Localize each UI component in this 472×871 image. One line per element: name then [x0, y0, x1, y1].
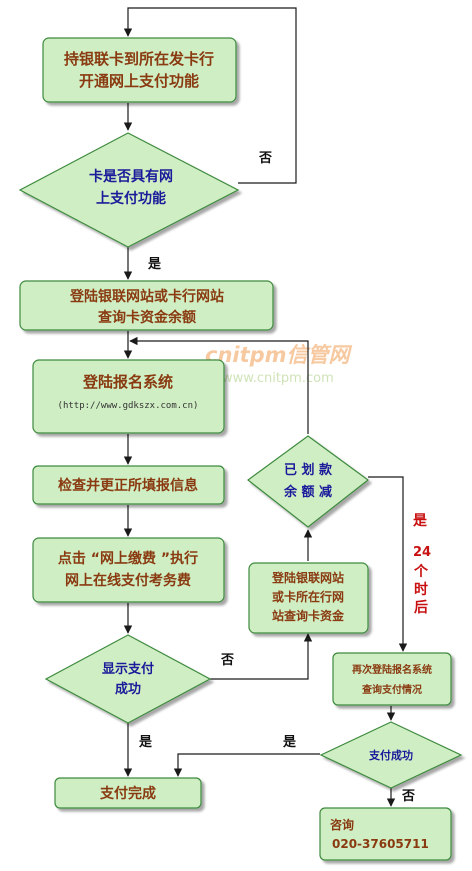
decision-deducted-line1: 已 划 款 — [284, 462, 333, 478]
decision-pay-success-text: 支付成功 — [368, 748, 413, 762]
node-check-balance-line1: 登陆银联网站或卡行网站 — [69, 288, 224, 305]
edge-label-hours-1: 24 — [413, 545, 431, 560]
decision-deducted: 已 划 款 余 额 减 — [247, 435, 369, 528]
edge-label-yes-2: 是 — [138, 735, 153, 750]
decision-show-success-line1: 显示支付 — [102, 661, 154, 677]
watermark-brand: cnitpm信管网 — [205, 343, 353, 367]
node-consult-line2: 020-37605711 — [332, 837, 429, 851]
decision-deducted-line2: 余 额 减 — [283, 484, 332, 500]
node-payment-complete-text: 支付完成 — [99, 785, 156, 802]
node-relogin-check: 再次登陆报名系统 查询支付情况 — [332, 652, 452, 706]
node-payment-complete: 支付完成 — [54, 777, 202, 809]
edge-label-yes-left: 是 — [282, 735, 297, 750]
edge-label-yes-red: 是 — [413, 513, 428, 529]
node-pay-fee-line1: 点击 “网上缴费 ”执行 — [58, 550, 198, 567]
node-verify-info-text: 检查并更正所填报信息 — [58, 477, 198, 494]
decision-pay-success: 支付成功 — [319, 721, 463, 789]
node-check-bank-funds-line1: 登陆银联网站 — [271, 570, 344, 585]
node-verify-info: 检查并更正所填报信息 — [32, 465, 225, 505]
edge-label-hours-3: 时 — [414, 581, 428, 598]
decision-has-online-payment: 卡是否具有网 上支付功能 — [18, 132, 240, 248]
edge-label-no-bottom: 否 — [401, 789, 415, 804]
edge-label-yes-1: 是 — [147, 257, 162, 272]
node-consult-line1: 咨询 — [330, 817, 354, 832]
edge-label-hours-4: 后 — [414, 599, 428, 616]
node-login-system-url: (http://www.gdkszx.com.cn) — [58, 401, 199, 411]
node-relogin-check-line1: 再次登陆报名系统 — [352, 663, 432, 676]
decision-show-success: 显示支付 成功 — [44, 634, 212, 724]
node-check-balance-line2: 查询卡资金余额 — [98, 309, 196, 326]
node-login-system-title: 登陆报名系统 — [82, 373, 173, 391]
node-relogin-check-line2: 查询支付情况 — [361, 683, 422, 696]
node-login-system: 登陆报名系统 (http://www.gdkszx.com.cn) — [32, 359, 225, 434]
node-open-online-payment: 持银联卡到所在发卡行 开通网上支付功能 — [42, 37, 237, 103]
node-open-online-payment-line1: 持银联卡到所在发卡行 — [64, 50, 214, 68]
edge-label-no-mid: 否 — [220, 653, 234, 668]
node-check-bank-funds: 登陆银联网站 或卡所在行网 站查询卡资金 — [248, 562, 369, 634]
edge-label-no-top: 否 — [258, 151, 272, 166]
connectors — [123, 7, 408, 807]
node-pay-fee: 点击 “网上缴费 ”执行 网上在线支付考务费 — [32, 537, 225, 603]
decision-has-online-payment-line1: 卡是否具有网 — [89, 168, 173, 185]
node-consult: 咨询 020-37605711 — [319, 807, 452, 861]
watermark-url: www.cnitpm.com — [222, 371, 334, 386]
node-check-balance: 登陆银联网站或卡行网站 查询卡资金余额 — [19, 280, 274, 331]
node-pay-fee-line2: 网上在线支付考务费 — [65, 572, 191, 589]
decision-show-success-line2: 成功 — [115, 681, 141, 697]
node-open-online-payment-line2: 开通网上支付功能 — [79, 72, 199, 90]
node-check-bank-funds-line3: 站查询卡资金 — [272, 608, 345, 623]
edge-label-hours-2: 个 — [413, 563, 429, 580]
node-check-bank-funds-line2: 或卡所在行网 — [272, 589, 344, 604]
decision-has-online-payment-line2: 上支付功能 — [96, 190, 166, 207]
